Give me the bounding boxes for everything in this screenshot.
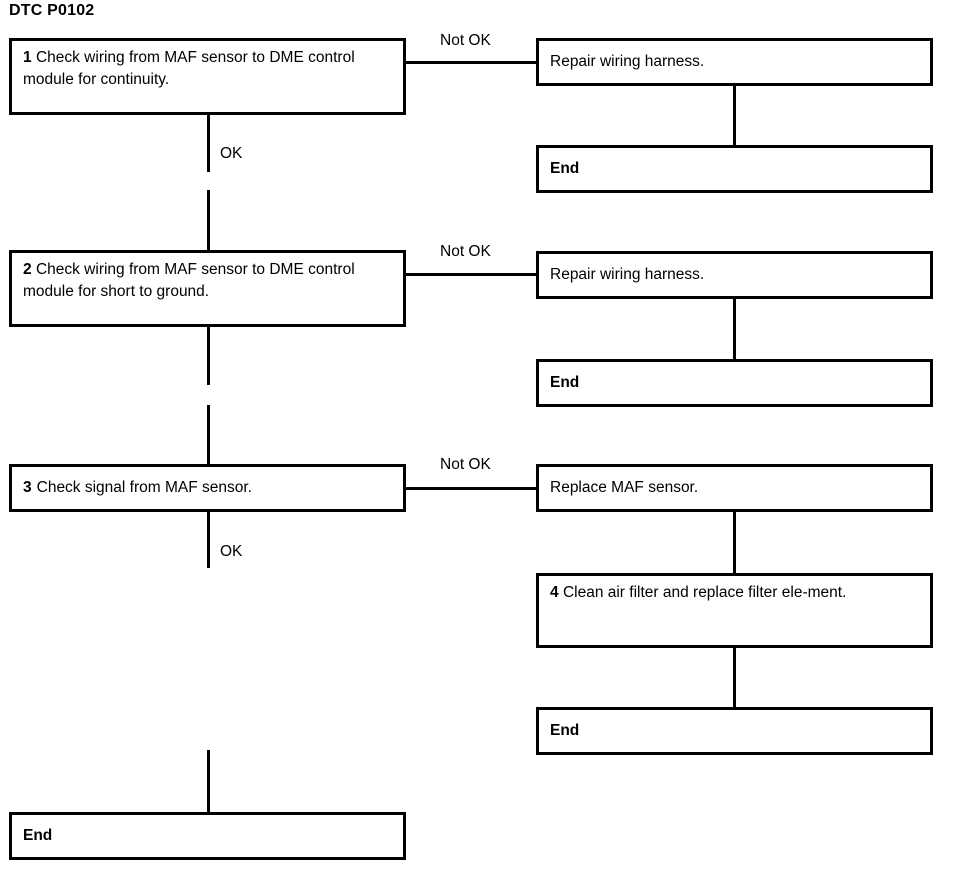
node-step-2[interactable]: 2 Check wiring from MAF sensor to DME co… — [9, 250, 406, 327]
node-text: Replace MAF sensor. — [550, 479, 699, 496]
edge-step3-to-end4-upper — [207, 510, 210, 568]
edge-step1-to-step2-lower — [207, 190, 210, 252]
node-text: End — [550, 160, 580, 177]
node-text: Check signal from MAF sensor. — [36, 479, 252, 496]
node-step-1[interactable]: 1 Check wiring from MAF sensor to DME co… — [9, 38, 406, 115]
node-step-3[interactable]: 3 Check signal from MAF sensor. — [9, 464, 406, 512]
node-replace-maf[interactable]: Replace MAF sensor. — [536, 464, 933, 512]
node-text: Repair wiring harness. — [550, 266, 705, 283]
edge-step3-to-end4-lower — [207, 750, 210, 814]
edge-step4-to-end3 — [733, 646, 736, 709]
node-end-3[interactable]: End — [536, 707, 933, 755]
step-number: 2 — [23, 261, 36, 278]
edge-step2-to-step3-lower — [207, 405, 210, 466]
step-number: 4 — [550, 584, 563, 601]
edge-step3-to-replace-maf — [403, 487, 539, 490]
node-repair-1[interactable]: Repair wiring harness. — [536, 38, 933, 86]
node-text: End — [23, 827, 53, 844]
edge-step2-to-step3-upper — [207, 325, 210, 385]
node-step-4[interactable]: 4 Clean air filter and replace filter el… — [536, 573, 933, 648]
node-text: End — [550, 722, 580, 739]
edge-step2-to-repair2 — [403, 273, 539, 276]
node-text: Check wiring from MAF sensor to DME cont… — [23, 49, 355, 88]
edge-step1-to-step2-upper — [207, 113, 210, 172]
edge-step1-to-repair1 — [403, 61, 539, 64]
edge-replace-maf-to-step4 — [733, 510, 736, 575]
node-text: Check wiring from MAF sensor to DME cont… — [23, 261, 355, 300]
node-end-2[interactable]: End — [536, 359, 933, 407]
step-number: 1 — [23, 49, 36, 66]
node-text: End — [550, 374, 580, 391]
node-text: Repair wiring harness. — [550, 53, 705, 70]
step-number: 3 — [23, 479, 32, 496]
edge-repair2-to-end2 — [733, 297, 736, 361]
node-end-4[interactable]: End — [9, 812, 406, 860]
node-end-1[interactable]: End — [536, 145, 933, 193]
edge-label-ok-1: OK — [220, 145, 243, 162]
node-text: Clean air filter and replace filter ele-… — [562, 584, 847, 601]
node-repair-2[interactable]: Repair wiring harness. — [536, 251, 933, 299]
edge-label-not-ok-2: Not OK — [440, 243, 491, 260]
edge-repair1-to-end1 — [733, 84, 736, 147]
edge-label-not-ok-3: Not OK — [440, 456, 491, 473]
edge-label-not-ok-1: Not OK — [440, 32, 491, 49]
edge-label-ok-2: OK — [220, 543, 243, 560]
page-title: DTC P0102 — [9, 2, 95, 19]
